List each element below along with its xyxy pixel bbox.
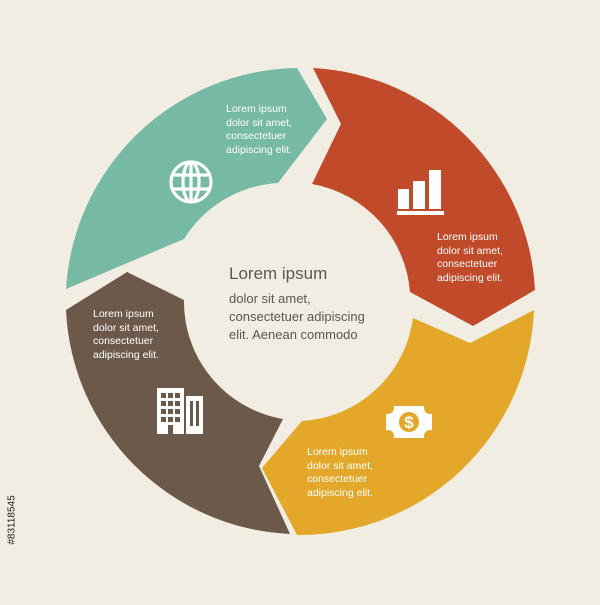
segment-red-line-3: consectetuer	[437, 258, 498, 270]
center-line-3: elit. Aenean commodo	[229, 327, 358, 342]
segment-teal-line-1: Lorem ipsum	[226, 103, 287, 115]
segment-teal-line-4: adipiscing elit.	[226, 143, 292, 156]
dollar-bill-icon: $	[382, 402, 436, 442]
center-line-1: dolor sit amet,	[229, 291, 311, 306]
center-line-2: consectetuer adipiscing	[229, 309, 365, 324]
stock-image-id: #83118545	[5, 475, 19, 565]
segment-brown-line-1: Lorem ipsum	[93, 308, 154, 320]
segment-red-line-1: Lorem ipsum	[437, 231, 498, 243]
segment-teal-line-3: consectetuer	[226, 130, 287, 142]
segment-red-line-2: dolor sit amet,	[437, 244, 503, 257]
center-body: dolor sit amet, consectetuer adipiscing …	[229, 290, 365, 344]
center-title: Lorem ipsum	[229, 264, 328, 283]
segment-red-text: Lorem ipsum dolor sit amet, consectetuer…	[437, 231, 503, 285]
segment-yellow-line-3: consectetuer	[307, 473, 368, 485]
segment-brown-text: Lorem ipsum dolor sit amet, consectetuer…	[93, 308, 159, 362]
segment-teal-line-2: dolor sit amet,	[226, 116, 292, 129]
segment-brown-line-2: dolor sit amet,	[93, 321, 159, 334]
segment-brown-line-4: adipiscing elit.	[93, 348, 159, 361]
stock-image-id-text: #83118545	[6, 495, 18, 545]
segment-yellow-line-2: dolor sit amet,	[307, 459, 373, 472]
segment-teal-text: Lorem ipsum dolor sit amet, consectetuer…	[226, 103, 292, 157]
segment-red-line-4: adipiscing elit.	[437, 271, 503, 284]
office-buildings-icon	[157, 388, 203, 434]
svg-text:$: $	[404, 413, 414, 432]
segment-yellow-line-1: Lorem ipsum	[307, 446, 368, 458]
segment-yellow-line-4: adipiscing elit.	[307, 486, 373, 499]
segment-teal-wedge	[66, 68, 327, 289]
segment-brown-line-3: consectetuer	[93, 335, 154, 347]
segment-yellow-text: Lorem ipsum dolor sit amet, consectetuer…	[307, 446, 373, 500]
globe-icon	[169, 160, 213, 204]
bar-chart-icon	[397, 170, 444, 215]
